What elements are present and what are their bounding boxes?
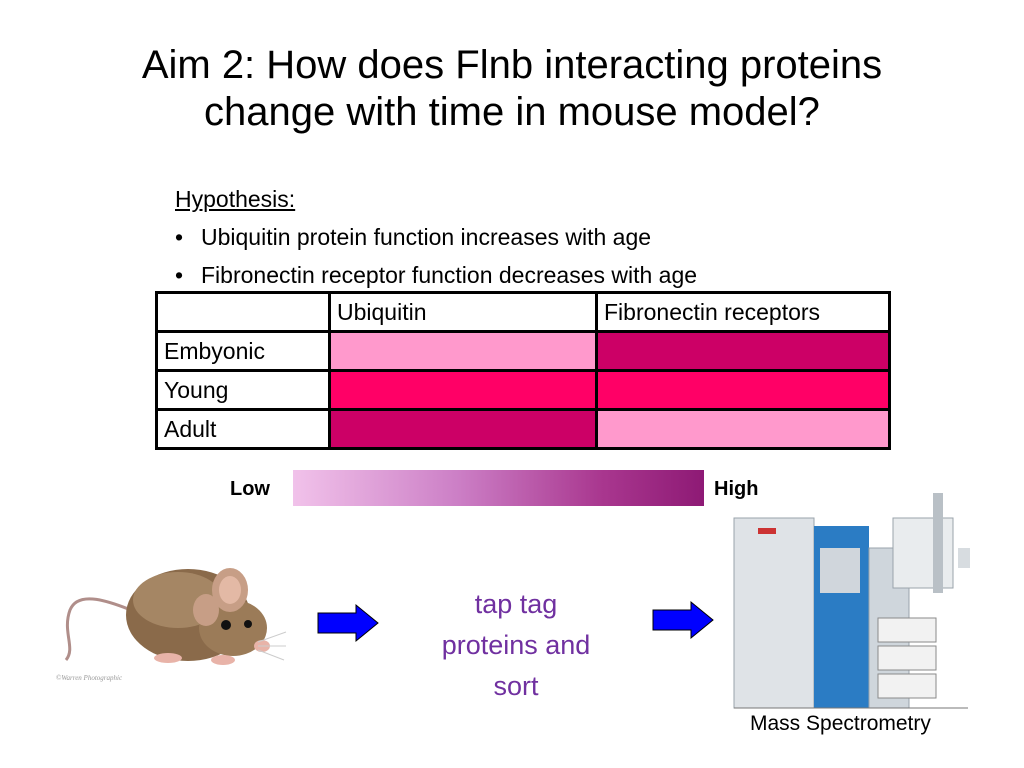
arrow-shape bbox=[652, 600, 714, 640]
arrow-shape bbox=[317, 603, 379, 643]
slide-title-line1: Aim 2: How does Flnb interacting protein… bbox=[141, 43, 883, 87]
column-header-fibronectin: Fibronectin receptors bbox=[595, 291, 891, 333]
arrow-right-icon bbox=[317, 603, 379, 643]
ubiquitin-level-cell bbox=[328, 369, 598, 411]
hypothesis-bullet: Ubiquitin protein function increases wit… bbox=[175, 218, 697, 256]
mass-spectrometry-label: Mass Spectrometry bbox=[750, 712, 931, 735]
fibronectin-level-cell bbox=[595, 408, 891, 450]
table-header-row: Ubiquitin Fibronectin receptors bbox=[155, 291, 891, 333]
row-label-young: Young bbox=[155, 369, 331, 411]
hypothesis-block: Hypothesis: Ubiquitin protein function i… bbox=[175, 180, 697, 294]
table-row: Adult bbox=[155, 408, 891, 450]
ubiquitin-level-cell bbox=[328, 330, 598, 372]
workflow-step-line: proteins and bbox=[441, 630, 591, 660]
row-label-adult: Adult bbox=[155, 408, 331, 450]
row-label-embyonic: Embyonic bbox=[155, 330, 331, 372]
legend-gradient-bar bbox=[293, 470, 704, 506]
hypothesis-heading: Hypothesis: bbox=[175, 186, 296, 212]
workflow-step-line: tap tag bbox=[474, 589, 558, 619]
mass-spectrometer-image bbox=[733, 493, 970, 709]
table-corner-cell bbox=[155, 291, 331, 333]
slide-title: Aim 2: How does Flnb interacting protein… bbox=[0, 42, 1024, 136]
fibronectin-level-cell bbox=[595, 369, 891, 411]
expression-table: Ubiquitin Fibronectin receptors Embyonic… bbox=[155, 291, 891, 450]
ubiquitin-level-cell bbox=[328, 408, 598, 450]
mouse-image: ©Warren Photographic bbox=[56, 568, 287, 682]
workflow-step-text: tap tag proteins and sort bbox=[410, 584, 622, 707]
mouse-image-credit: ©Warren Photographic bbox=[56, 674, 123, 682]
fibronectin-level-cell bbox=[595, 330, 891, 372]
column-header-ubiquitin: Ubiquitin bbox=[328, 291, 598, 333]
table-row: Young bbox=[155, 369, 891, 411]
table-row: Embyonic bbox=[155, 330, 891, 372]
hypothesis-bullet: Fibronectin receptor function decreases … bbox=[175, 256, 697, 294]
slide-title-line2: change with time in mouse model? bbox=[204, 90, 820, 134]
legend-high-label: High bbox=[714, 478, 759, 500]
arrow-right-icon bbox=[652, 600, 714, 640]
workflow-step-line: sort bbox=[493, 671, 539, 701]
legend-low-label: Low bbox=[230, 478, 270, 500]
